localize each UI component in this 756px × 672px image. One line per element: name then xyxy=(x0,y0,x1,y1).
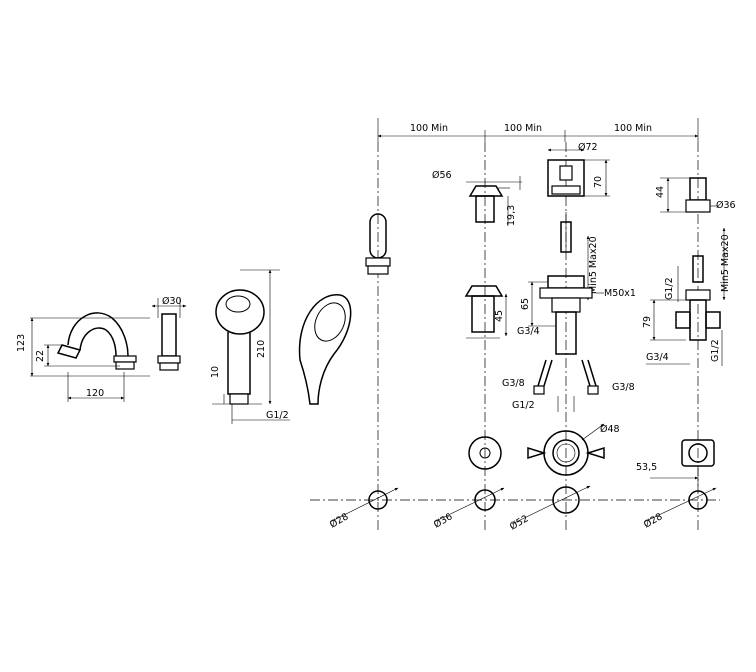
mixer-left-hose-label: G3/8 xyxy=(502,378,525,389)
handshower-thread-label: G1/2 xyxy=(266,410,289,421)
handshower-connector-label: 10 xyxy=(210,366,221,378)
spacing-dimensions: 100 Min 100 Min 100 Min xyxy=(377,118,699,142)
diverter-height-label: 19,3 xyxy=(506,205,517,226)
handshower-length-label: 210 xyxy=(256,340,267,358)
mixer-right-hose-label: G3/8 xyxy=(612,382,635,393)
centerlines xyxy=(310,142,720,530)
diverter-body-height-label: 45 xyxy=(494,310,505,322)
hole-1-label: Ø28 xyxy=(328,511,350,530)
spout-height-label: 123 xyxy=(16,334,27,352)
valve-stud-label: Min5 Max20 xyxy=(720,234,731,292)
mixer-unit: Ø72 70 Min5 Max20 M50x1 65 G3/8 G3/8 G1/… xyxy=(468,142,636,476)
spout-reach-label: 120 xyxy=(86,388,104,399)
hole-2-label: Ø36 xyxy=(432,511,454,530)
valve-offset-label: 53,5 xyxy=(636,462,657,473)
mixer-nut-label: M50x1 xyxy=(604,288,636,299)
diverter-unit: Ø56 19,3 45 G3/4 xyxy=(432,170,540,339)
valve-outlet-label: G1/2 xyxy=(710,339,721,362)
handshower-front-view xyxy=(298,294,352,405)
spout-front-view: Ø30 xyxy=(151,296,187,371)
valve-unit: 44 Ø36 Min5 Max20 G1/2 79 G3/4 G1/2 53,5 xyxy=(636,177,736,486)
mixer-stud-label: Min5 Max20 xyxy=(588,236,599,294)
diverter-diameter-label: Ø56 xyxy=(432,170,452,181)
valve-cap-height-label: 44 xyxy=(655,186,666,198)
spacing-label-c: 100 Min xyxy=(614,123,652,134)
mixer-inlet-label: G1/2 xyxy=(512,400,535,411)
valve-cap-diameter-label: Ø36 xyxy=(716,200,736,211)
mixer-cap-height-label: 70 xyxy=(593,176,604,188)
spout-diameter-label: Ø30 xyxy=(162,296,182,307)
mixer-escutcheon-label: Ø48 xyxy=(600,424,620,435)
hole-3-label: Ø52 xyxy=(508,513,530,532)
spacing-label-b: 100 Min xyxy=(504,123,542,134)
valve-upper-thread-label: G1/2 xyxy=(664,277,675,300)
mounting-holes: Ø28 Ø36 Ø52 Ø28 xyxy=(328,485,717,533)
valve-body-height-label: 79 xyxy=(642,316,653,328)
diverter-handle xyxy=(365,213,391,275)
mixer-cap-diameter-label: Ø72 xyxy=(578,142,598,153)
diverter-thread-label: G3/4 xyxy=(517,326,540,337)
spout-side-view: 123 22 120 xyxy=(16,312,150,402)
spacing-label-a: 100 Min xyxy=(410,123,448,134)
spout-outlet-label: 22 xyxy=(35,350,46,362)
handshower-side-view: 210 10 G1/2 xyxy=(210,269,290,424)
valve-inlet-label: G3/4 xyxy=(646,352,669,363)
mixer-body-height-label: 65 xyxy=(520,298,531,310)
